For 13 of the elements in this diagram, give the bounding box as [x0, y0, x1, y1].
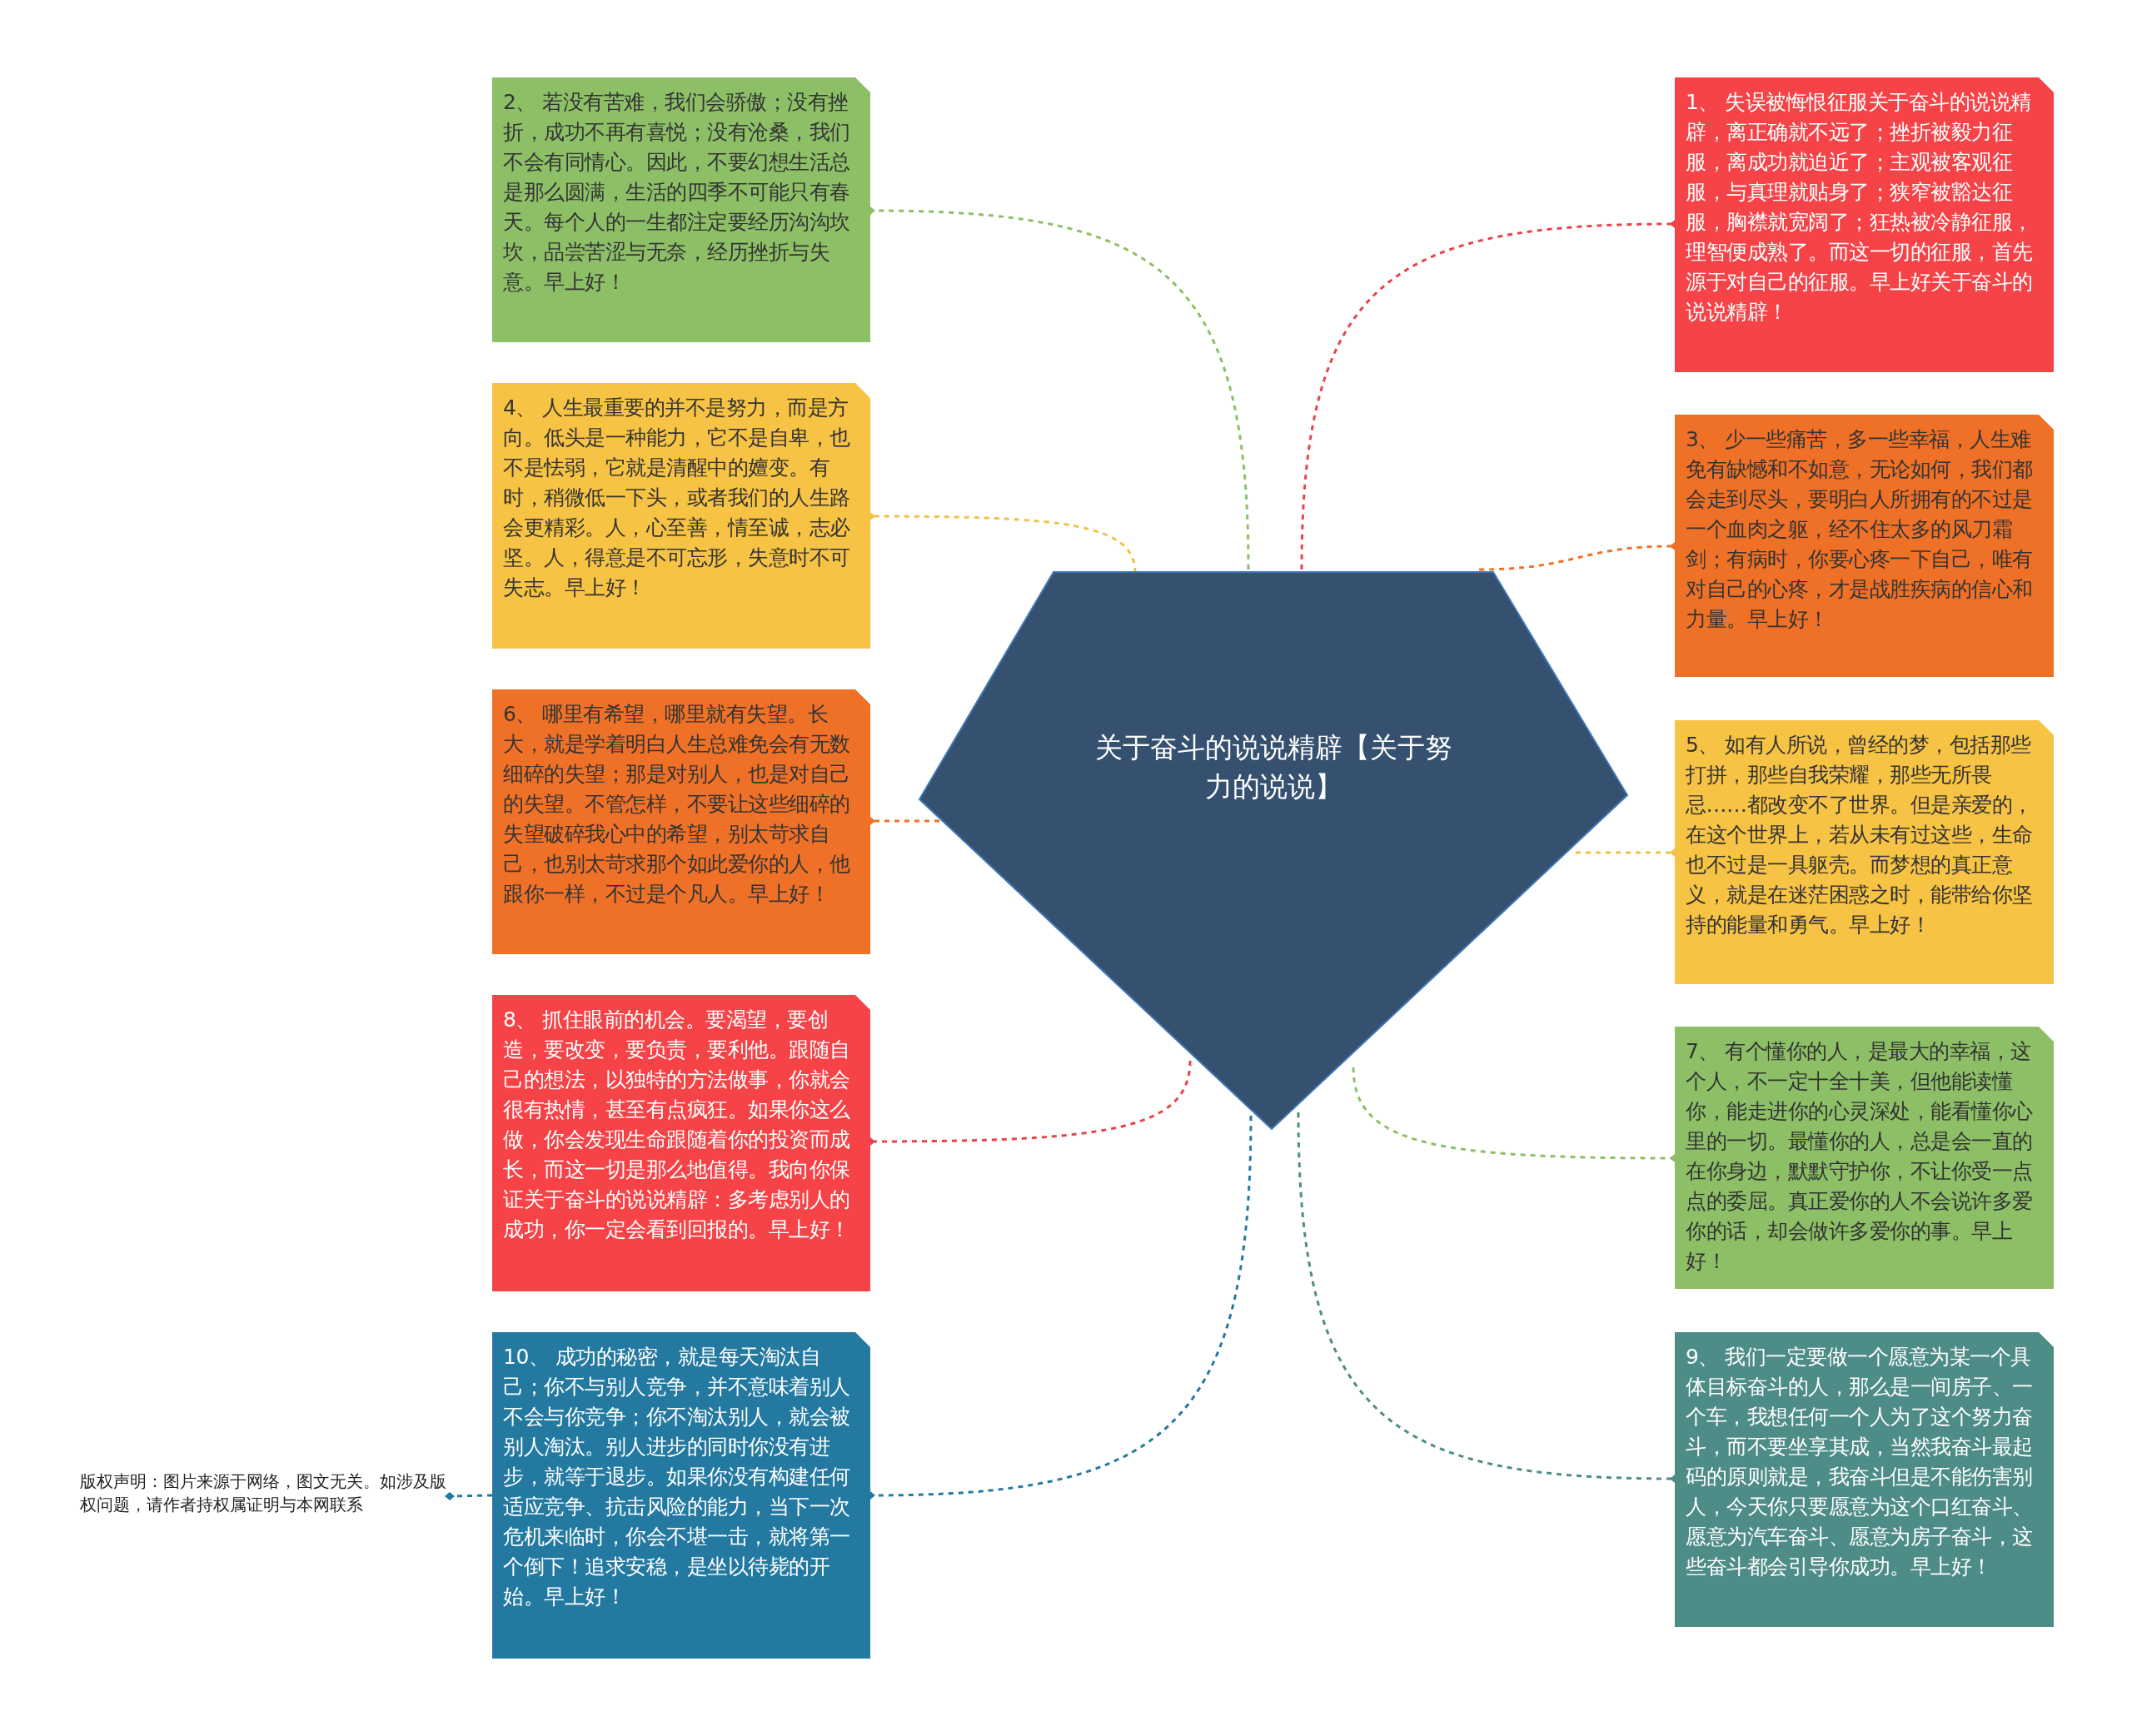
- text-card: 7、 有个懂你的人，是最大的幸福，这个人，不一定十全十美，但他能读懂你，能走进你的心灵深处，能看懂你心里的一切。最懂你的人，总是会一直的在你身边，默默守护你，不让你受一点点的委屈。真正爱你的人不会说许多爱你的话，却会做许多爱你的事。早上好！: [1675, 1027, 2054, 1289]
- text-card: 5、 如有人所说，曾经的梦，包括那些打拼，那些自我荣耀，那些无所畏忌……都改变不了世界。但是亲爱的，在这个世界上，若从未有过这些，生命也不过是一具躯壳。而梦想的真正意义，就是在迷茫困惑之时，能带给你坚持的能量和勇气。早上好！: [1675, 720, 2054, 984]
- connector: [445, 1492, 493, 1500]
- text-card: 8、 抓住眼前的机会。要渴望，要创造，要改变，要负责，要利他。跟随自己的想法，以独特的方法做事，你就会很有热情，甚至有点疯狂。如果你这么做，你会发现生命跟随着你的投资而成长，而这一切是那么地值得。我向你保证关于奋斗的说说精辟：多考虑别人的成功，你一定会看到回报的。早上好！: [492, 995, 870, 1291]
- central-topic: 关于奋斗的说说精辟【关于努力的说说】: [1093, 730, 1453, 804]
- text-card: 4、 人生最重要的并不是努力，而是方向。低头是一种能力，它不是自卑，也不是怯弱，它就是清醒中的嬗变。有时，稍微低一下头，或者我们的人生路会更精彩。人，心至善，情至诚，志必坚。人，得意是不可忘形，失意时不可失志。早上好！: [492, 383, 870, 649]
- text-card: 3、 少一些痛苦，多一些幸福，人生难免有缺憾和不如意，无论如何，我们都会走到尽头，要明白人所拥有的不过是一个血肉之躯，经不住太多的风刀霜剑；有病时，你要心疼一下自己，唯有对自己的心疼，才是战胜疾病的信心和力量。早上好！: [1675, 415, 2054, 677]
- copyright-note: 版权声明：图片来源于网络，图文无关。如涉及版权问题，请作者持权属证明与本网联系: [80, 1470, 455, 1522]
- text-card: 10、 成功的秘密，就是每天淘汰自己；你不与别人竞争，并不意味着别人不会与你竞争；你不淘汰别人，就会被别人淘汰。别人进步的同时你没有进步，就等于退步。如果你没有构建任何适应竞争、抗击风险的能力，当下一次危机来临时，你会不堪一击，就将第一个倒下！追求安稳，是坐以待毙的开始。早上好！: [492, 1332, 870, 1659]
- text-card: 6、 哪里有希望，哪里就有失望。长大，就是学着明白人生总难免会有无数细碎的失望；那是对别人，也是对自己的失望。不管怎样，不要让这些细碎的失望破碎我心中的希望，别太苛求自己，也别太苛求那个如此爱你的人，他跟你一样，不过是个凡人。早上好！: [492, 689, 870, 954]
- text-card: 1、 失误被悔恨征服关于奋斗的说说精辟，离正确就不远了；挫折被毅力征服，离成功就迫近了；主观被客观征服，与真理就贴身了；狭窄被豁达征服，胸襟就宽阔了；狂热被冷静征服，理智便成熟了。而这一切的征服，首先源于对自己的征服。早上好关于奋斗的说说精辟！: [1675, 77, 2054, 372]
- text-card: 9、 我们一定要做一个愿意为某一个具体目标奋斗的人，那么是一间房子、一个车，我想任何一个人为了这个努力奋斗，而不要坐享其成，当然我奋斗最起码的原则就是，我奋斗但是不能伤害别人，今天你只要愿意为这个口红奋斗、愿意为汽车奋斗、愿意为房子奋斗，这些奋斗都会引导你成功。早上好！: [1675, 1332, 2054, 1627]
- text-card: 2、 若没有苦难，我们会骄傲；没有挫折，成功不再有喜悦；没有沧桑，我们不会有同情心。因此，不要幻想生活总是那么圆满，生活的四季不可能只有春天。每个人的一生都注定要经历沟沟坎坎，品尝苦涩与无奈，经历挫折与失意。早上好！: [492, 77, 870, 342]
